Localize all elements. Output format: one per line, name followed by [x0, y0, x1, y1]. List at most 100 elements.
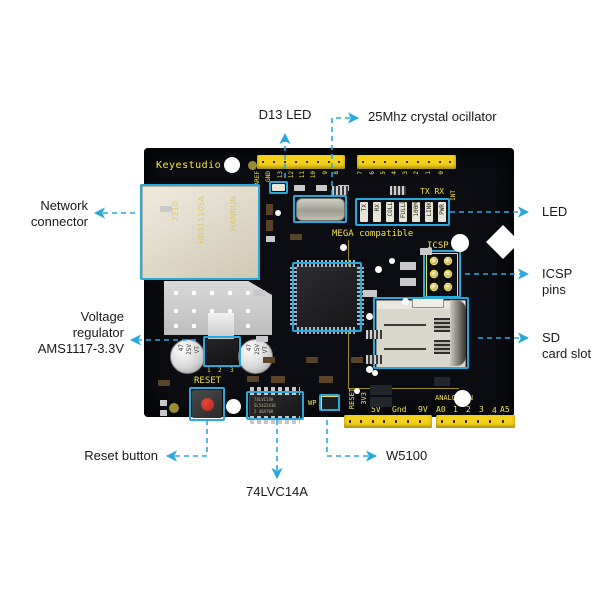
solder-pad	[169, 403, 179, 413]
mounting-hole	[451, 234, 469, 252]
callout-led: LED	[542, 204, 568, 219]
callout-voltage-regulator: Voltage regulator AMS1117-3.3V	[37, 309, 124, 356]
icsp-header[interactable]	[426, 253, 458, 297]
via	[366, 313, 373, 320]
smd-resistor-array	[366, 330, 382, 339]
smd-component	[290, 234, 302, 240]
highlight-voltage-regulator	[203, 336, 241, 367]
smd-resistor	[316, 185, 327, 191]
smd-component	[271, 376, 285, 383]
pin-label-13: 13	[277, 171, 284, 179]
power-header[interactable]	[344, 415, 432, 428]
led-label-rx: RX	[374, 204, 381, 212]
mounting-hole	[454, 390, 471, 407]
analog-label-a0: A0	[436, 405, 446, 414]
smd-component	[160, 206, 172, 212]
pcb-board: Keyestudio AREF GND 13 12 11 10 9 8 7 6 …	[140, 148, 515, 428]
analog-in-silkscreen: ANALOG IN	[435, 394, 473, 402]
sd-slot-eject-arc	[450, 300, 466, 366]
ic-marking-line1: 74LVC14A	[254, 397, 274, 402]
led-rx	[373, 202, 381, 222]
solder-pad	[248, 161, 257, 170]
pin-label-8: 8	[333, 171, 340, 175]
smd-component	[256, 336, 268, 342]
digital-header-right[interactable]	[357, 155, 456, 169]
regulator-tab	[208, 313, 234, 339]
smd-component	[319, 376, 333, 383]
smd-component	[266, 220, 273, 231]
highlight-sd-card-slot	[373, 297, 469, 369]
smd-component	[266, 236, 275, 242]
highlight-network-connector	[140, 184, 260, 280]
smd-component	[158, 380, 170, 386]
smd-component	[400, 262, 416, 270]
highlight-w5100-chip	[292, 262, 362, 332]
pin-label-6: 6	[369, 171, 376, 175]
pin-label-4: 4	[391, 171, 398, 175]
led-fulld	[399, 202, 407, 222]
highlight-ic-74lvc14a	[246, 391, 304, 420]
analog-label-a5: A5	[500, 405, 510, 414]
led-label-coll: COLL	[387, 202, 394, 217]
network-connector-module: HANRUN HR911105A 2210	[142, 186, 260, 280]
analog-label-4: 4	[492, 406, 497, 415]
crystal-oscillator	[296, 198, 345, 221]
smd-component	[370, 397, 392, 407]
board-brand-silkscreen: Keyestudio	[156, 160, 222, 171]
highlight-reset-button	[189, 387, 225, 421]
power-label-5v: 5V	[371, 405, 381, 414]
led-label-link: LINK	[426, 202, 433, 217]
d13-led	[272, 184, 285, 191]
smd-component	[370, 385, 392, 395]
pin-label-2: 2	[413, 171, 420, 175]
smd-resistor	[294, 185, 305, 191]
cap-value-text: 47	[178, 344, 185, 352]
via	[366, 366, 373, 373]
led-coll	[386, 202, 394, 222]
reset-button[interactable]	[192, 390, 222, 418]
smd-component	[263, 357, 275, 363]
regulator-pin-2: 2	[218, 367, 222, 374]
ic-pins-bottom	[250, 416, 300, 424]
mega-compatible-silkscreen: MEGA compatible	[332, 229, 414, 239]
via	[275, 210, 281, 216]
via	[389, 258, 395, 264]
callout-icsp-pins: ICSP pins	[542, 266, 573, 297]
analog-label-3: 3	[479, 405, 484, 414]
led-label-tx: TX	[361, 204, 368, 212]
smd-component	[160, 410, 167, 416]
electrolytic-capacitor	[238, 339, 273, 374]
smd-component	[434, 377, 450, 386]
via	[340, 244, 347, 251]
analog-label-2: 2	[466, 405, 471, 414]
led-tx	[360, 202, 368, 222]
w5100-chip	[296, 266, 360, 330]
cap-value-text: 47	[246, 344, 253, 352]
digital-header-left[interactable]	[257, 155, 345, 169]
highlight-crystal-oscillator	[293, 195, 347, 223]
leader-reset-button	[165, 420, 208, 462]
callout-d13-led: D13 LED	[258, 107, 312, 122]
pin-label-10: 10	[310, 171, 317, 179]
pin-label-7: 7	[357, 171, 364, 175]
txrx-silkscreen: TX RX	[420, 187, 445, 196]
analog-header[interactable]	[436, 415, 515, 428]
pin-label-1: 1	[425, 171, 432, 175]
via	[372, 370, 378, 376]
led-label-pwr: PWR	[439, 204, 446, 215]
smd-resistor-array	[332, 186, 348, 195]
smd-component	[160, 400, 167, 406]
sd-slot-contacts	[434, 318, 450, 332]
highlight-d13-led	[269, 181, 288, 194]
via	[354, 388, 360, 394]
sd-slot-rail	[384, 348, 426, 350]
via	[375, 266, 382, 273]
pin-label-12: 12	[288, 171, 295, 179]
sd-slot-rail	[384, 324, 426, 326]
via	[402, 298, 409, 305]
electrolytic-capacitor	[170, 339, 205, 374]
ic-marking-line2: SL542241B	[254, 403, 276, 408]
callout-network-connector: Network connector	[30, 198, 88, 229]
smd-component	[363, 290, 377, 297]
